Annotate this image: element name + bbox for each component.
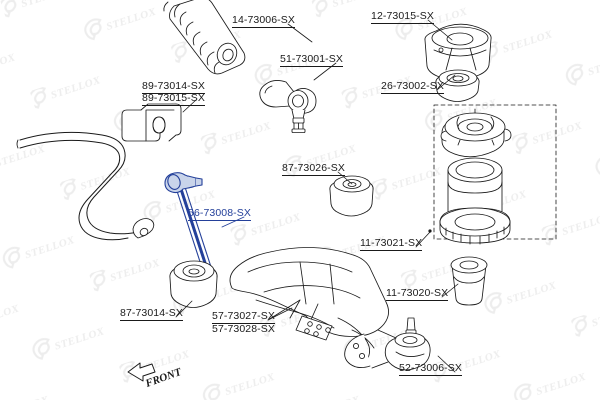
part-label-strut-bearing: 26-73002-SX [381, 80, 444, 94]
part-label-bump-stop: 11-73020-SX [386, 287, 449, 301]
part-label-strut-mount: 12-73015-SX [371, 10, 434, 24]
part-label-steering-rack-boot: 14-73006-SX [232, 14, 295, 28]
part-label-tie-rod-end: 51-73001-SX [280, 53, 343, 67]
part-label-control-arm-right: 57-73028-SX [212, 323, 275, 335]
part-label-control-arm-left: 57-73027-SX [212, 310, 275, 324]
part-label-bump-stop-kit: 11-73021-SX [360, 237, 423, 251]
part-label-control-arm-bushing-rear: 87-73014-SX [120, 307, 183, 321]
part-label-ball-joint: 52-73006-SX [399, 362, 462, 376]
part-label-stabilizer-bushing-b: 89-73015-SX [142, 92, 205, 106]
part-label-control-arm-bushing-front: 87-73026-SX [282, 162, 345, 176]
front-orientation-label: FRONT [143, 365, 184, 390]
part-label-stabilizer-link: 56-73008-SX [188, 207, 251, 221]
